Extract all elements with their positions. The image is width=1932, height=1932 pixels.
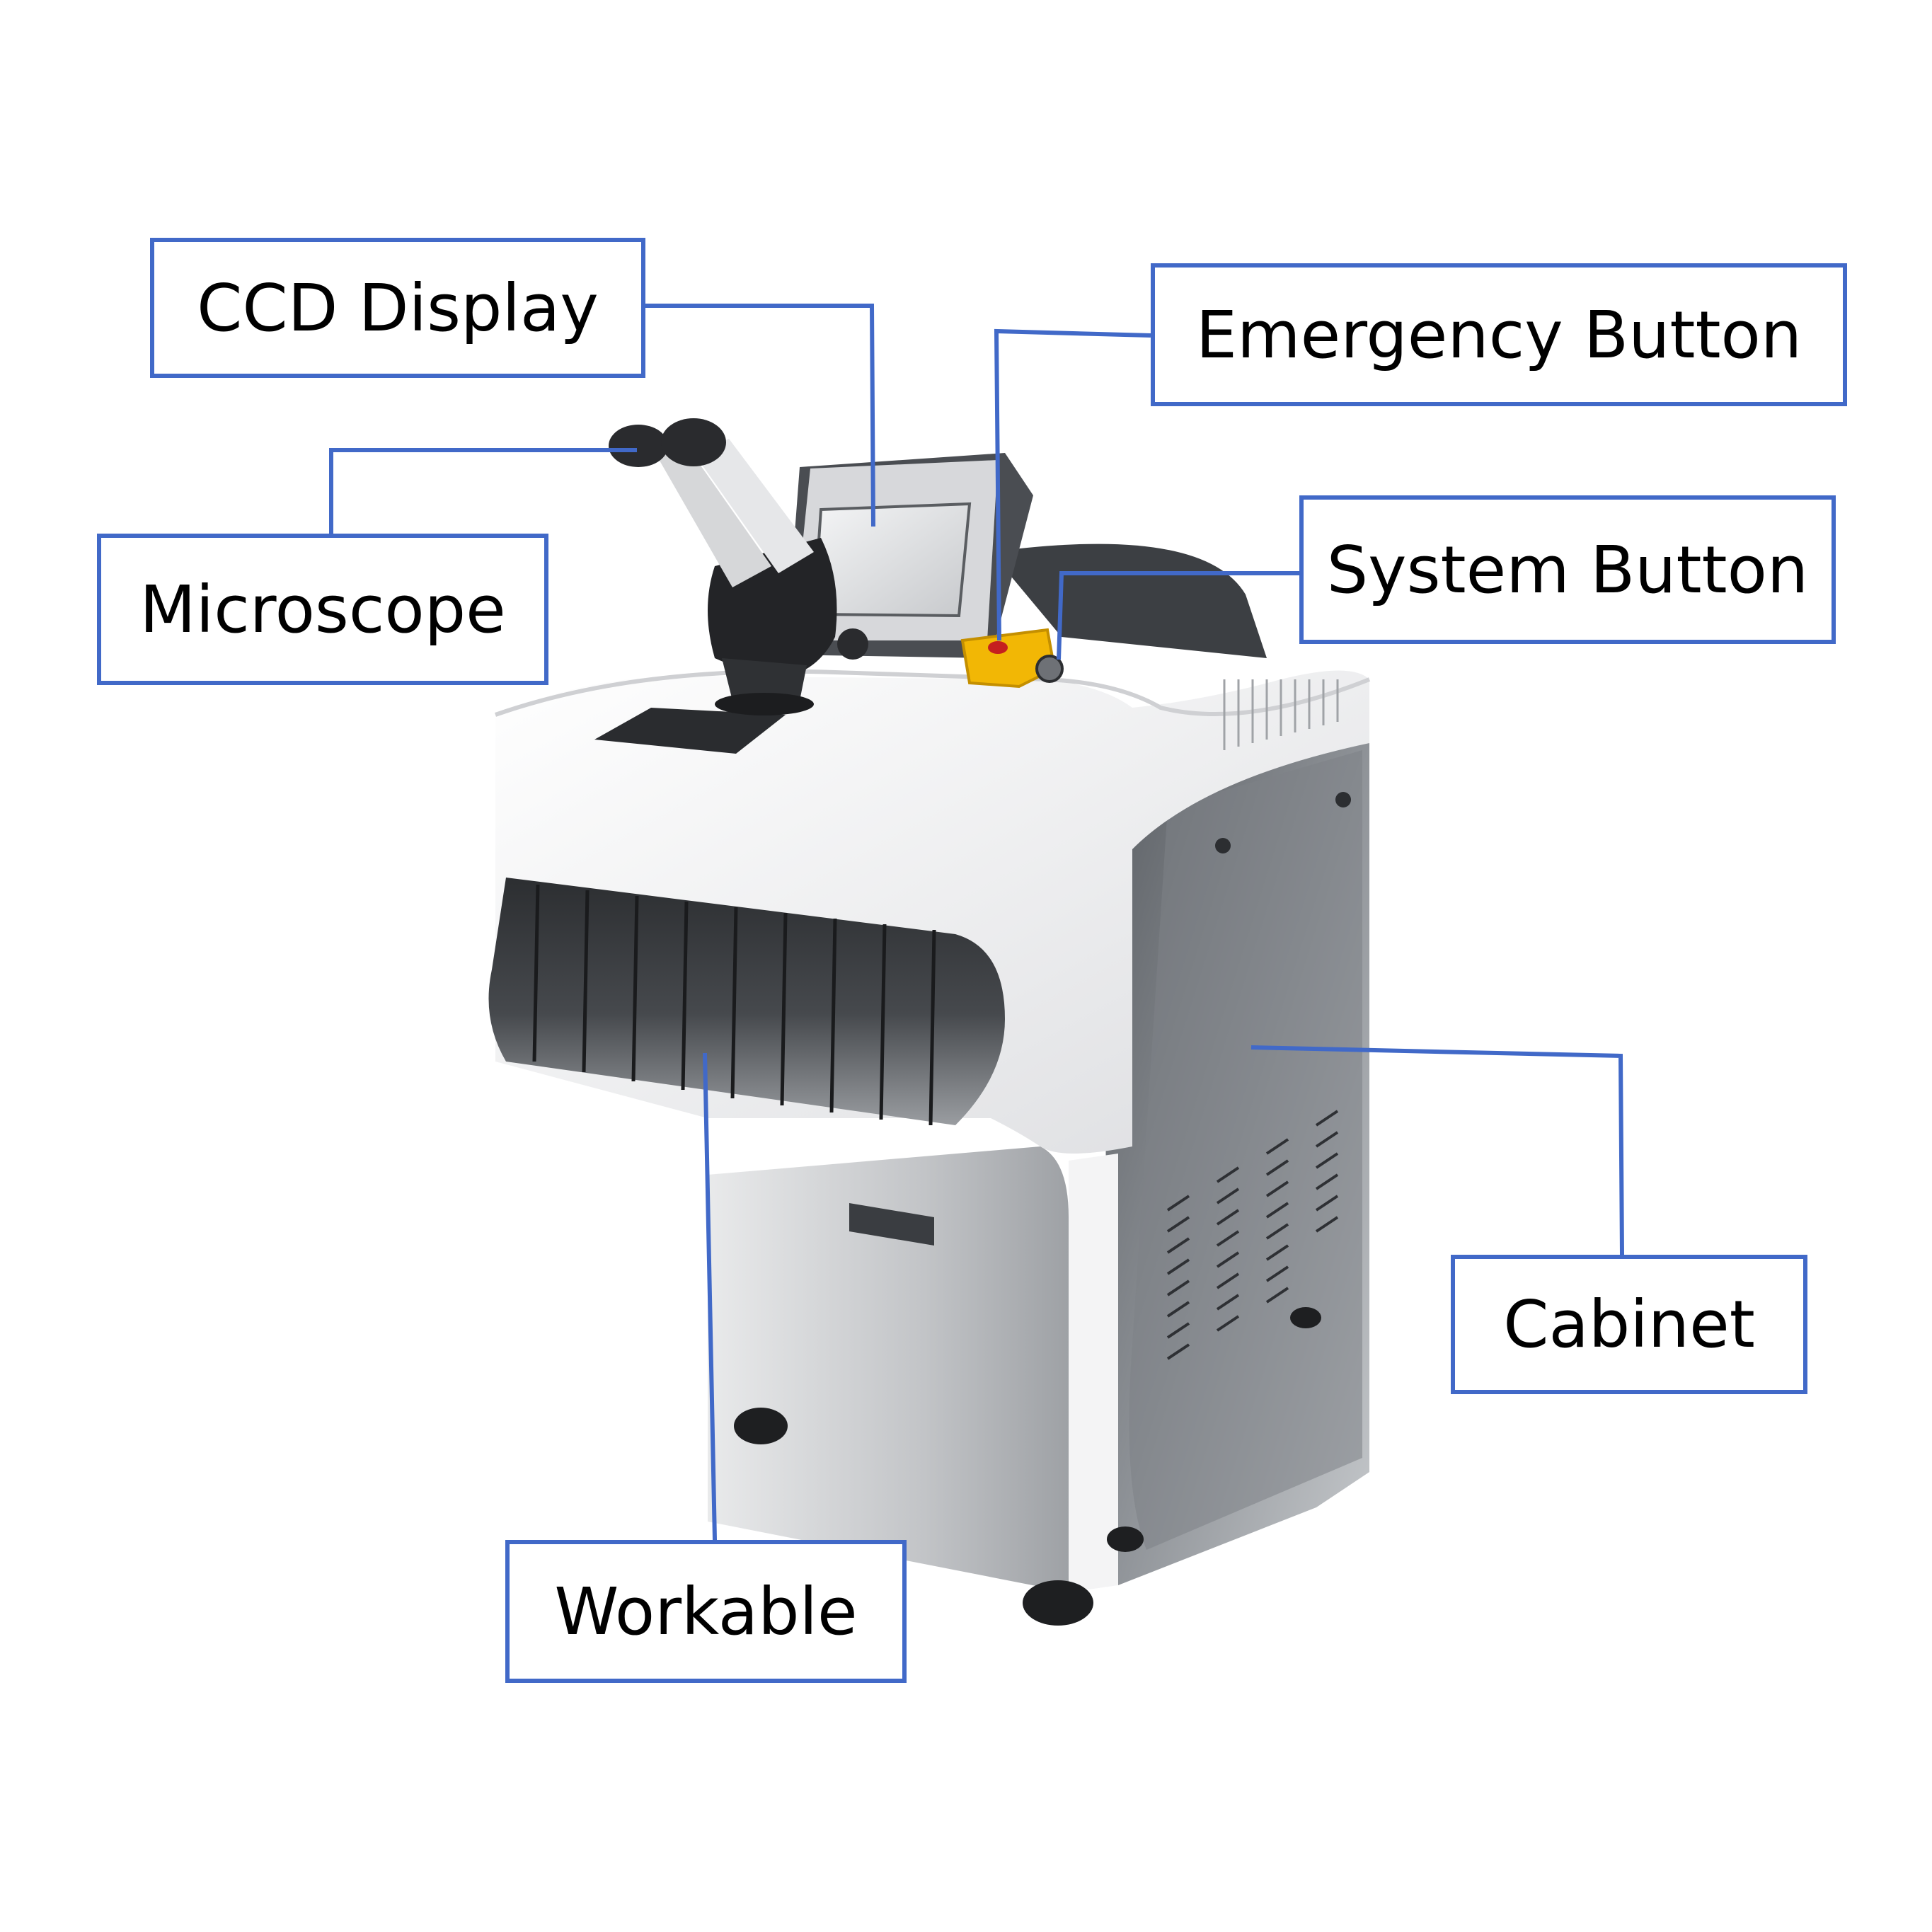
flap-curtain (488, 878, 1005, 1125)
cabinet-side-inner (1129, 750, 1362, 1550)
emergency-button-label: Emergency Button (1151, 263, 1847, 406)
microscope-label: Microscope (97, 534, 548, 685)
emergency-button-red-cap (988, 641, 1008, 654)
cabinet-vent-slots (1166, 1110, 1339, 1360)
foot (734, 1408, 788, 1444)
system-button (1035, 655, 1064, 683)
front-lower-cabinet (708, 1146, 1069, 1592)
flap-dividers (532, 884, 936, 1126)
top-vent-lines (1223, 679, 1339, 750)
microscope (609, 418, 868, 715)
cabinet-label: Cabinet (1451, 1255, 1807, 1394)
microscope-tube-left (651, 435, 771, 587)
workable-slot (849, 1203, 934, 1246)
cabinet-screw-icon (1215, 838, 1231, 853)
system-button-label: System Button (1299, 495, 1836, 644)
microscope-stand (722, 658, 807, 701)
ccd-display-label: CCD Display (150, 238, 645, 378)
leader-line-workable (703, 1052, 717, 1541)
foot (1290, 1307, 1321, 1328)
microscope-base-ring (715, 693, 814, 715)
leader-line-ccd (645, 304, 875, 527)
emergency-button-guard (960, 628, 1057, 689)
cabinet-screw-icon (1335, 792, 1351, 807)
front-cabinet-edge (1069, 1154, 1118, 1592)
eyepiece-right (661, 418, 726, 466)
leader-line-system (1057, 571, 1299, 660)
workable-label: Workable (505, 1540, 907, 1683)
foot (1107, 1526, 1144, 1552)
eyepiece-left (609, 425, 668, 467)
leader-line-microscope (329, 448, 637, 534)
top-viewing-window (594, 708, 786, 754)
leader-line-emergency (994, 328, 1151, 641)
leader-lines (329, 304, 1624, 1541)
ccd-display-screen (812, 502, 972, 618)
foot (1023, 1580, 1093, 1626)
leader-line-cabinet (1250, 1045, 1624, 1255)
microscope-tube-right (694, 439, 814, 573)
microscope-knob (837, 628, 868, 660)
